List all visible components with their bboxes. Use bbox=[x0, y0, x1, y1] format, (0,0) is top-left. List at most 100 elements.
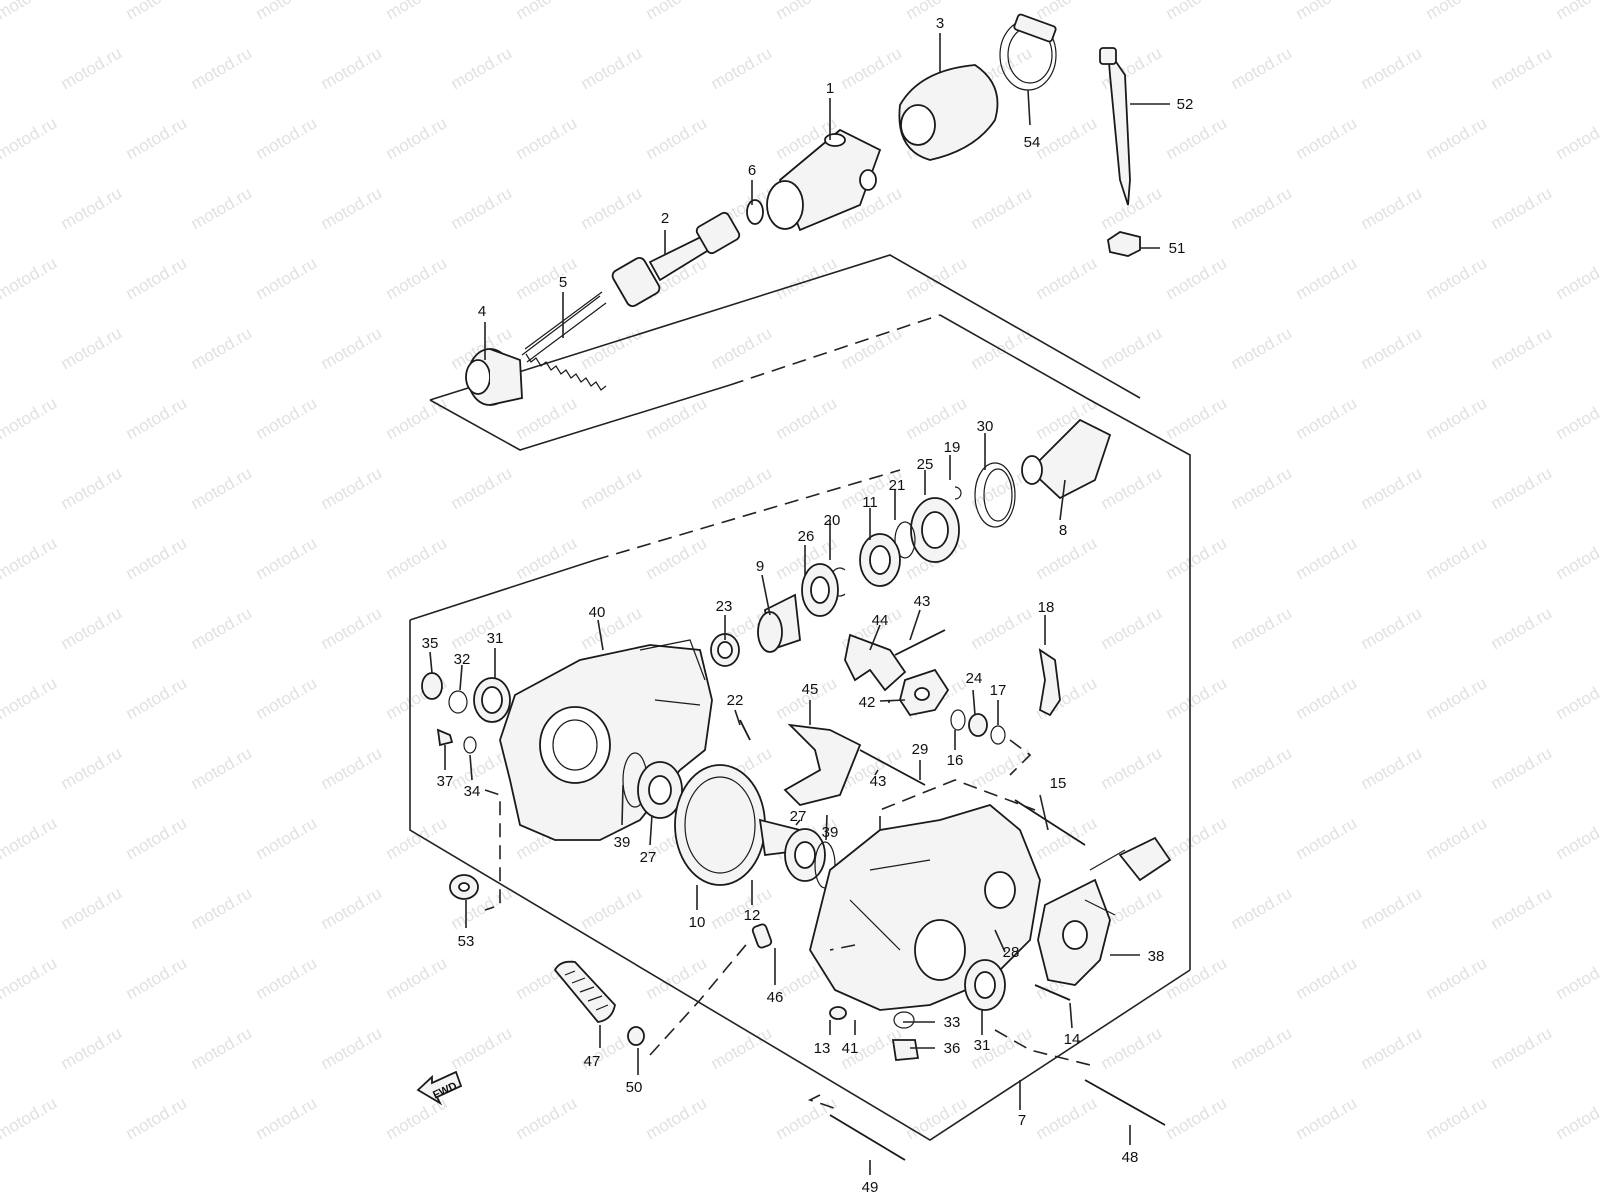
leader-lines bbox=[429, 33, 1170, 1175]
label-43-lower[interactable]: 43 bbox=[870, 773, 887, 790]
watermark-text: motod.ru bbox=[1163, 253, 1231, 303]
label-28[interactable]: 28 bbox=[1003, 944, 1020, 961]
label-49[interactable]: 49 bbox=[862, 1179, 879, 1196]
label-22[interactable]: 22 bbox=[727, 692, 744, 709]
label-53[interactable]: 53 bbox=[458, 933, 475, 950]
watermark-text: motod.ru bbox=[1228, 603, 1296, 653]
watermark-text: motod.ru bbox=[1098, 463, 1166, 513]
label-10[interactable]: 10 bbox=[689, 914, 706, 931]
label-3[interactable]: 3 bbox=[936, 15, 944, 32]
watermark-text: motod.ru bbox=[643, 953, 711, 1003]
watermark-text: motod.ru bbox=[383, 113, 451, 163]
label-36[interactable]: 36 bbox=[944, 1040, 961, 1057]
label-39-left[interactable]: 39 bbox=[614, 834, 631, 851]
label-45[interactable]: 45 bbox=[802, 681, 819, 698]
watermark-text: motod.ru bbox=[1423, 393, 1491, 443]
label-40[interactable]: 40 bbox=[589, 604, 606, 621]
label-20[interactable]: 20 bbox=[824, 512, 841, 529]
label-54[interactable]: 54 bbox=[1024, 134, 1041, 151]
label-14[interactable]: 14 bbox=[1064, 1031, 1081, 1048]
label-43-upper[interactable]: 43 bbox=[914, 593, 931, 610]
label-8[interactable]: 8 bbox=[1059, 522, 1067, 539]
watermark-text: motod.ru bbox=[253, 0, 321, 23]
label-33[interactable]: 33 bbox=[944, 1014, 961, 1031]
label-42[interactable]: 42 bbox=[859, 694, 876, 711]
watermark-text: motod.ru bbox=[1358, 1023, 1426, 1073]
watermark-text: motod.ru bbox=[643, 1093, 711, 1143]
watermark-text: motod.ru bbox=[1033, 253, 1101, 303]
label-29[interactable]: 29 bbox=[912, 741, 929, 758]
label-13[interactable]: 13 bbox=[814, 1040, 831, 1057]
label-31-right[interactable]: 31 bbox=[974, 1037, 991, 1054]
watermark-text: motod.ru bbox=[1098, 1023, 1166, 1073]
label-11[interactable]: 11 bbox=[862, 494, 878, 511]
label-47[interactable]: 47 bbox=[584, 1053, 601, 1070]
watermark-text: motod.ru bbox=[58, 183, 126, 233]
label-25[interactable]: 25 bbox=[917, 456, 934, 473]
watermark-text: motod.ru bbox=[578, 883, 646, 933]
label-34[interactable]: 34 bbox=[464, 783, 481, 800]
label-27-right[interactable]: 27 bbox=[790, 808, 807, 825]
watermark-text: motod.ru bbox=[643, 0, 711, 23]
watermark-text: motod.ru bbox=[1423, 253, 1491, 303]
label-52[interactable]: 52 bbox=[1177, 96, 1194, 113]
label-38[interactable]: 38 bbox=[1148, 948, 1165, 965]
watermark-text: motod.ru bbox=[1033, 813, 1101, 863]
label-5[interactable]: 5 bbox=[559, 274, 567, 291]
label-41[interactable]: 41 bbox=[842, 1040, 859, 1057]
label-17[interactable]: 17 bbox=[990, 682, 1007, 699]
watermark-text: motod.ru bbox=[448, 463, 516, 513]
watermark-text: motod.ru bbox=[1163, 953, 1231, 1003]
label-19[interactable]: 19 bbox=[944, 439, 961, 456]
label-4[interactable]: 4 bbox=[478, 303, 486, 320]
watermark-text: motod.ru bbox=[708, 323, 776, 373]
watermark-text: motod.ru bbox=[1033, 533, 1101, 583]
watermark-text: motod.ru bbox=[448, 1023, 516, 1073]
watermark-text: motod.ru bbox=[513, 113, 581, 163]
spring-coils bbox=[525, 353, 607, 391]
watermark-text: motod.ru bbox=[188, 323, 256, 373]
label-7[interactable]: 7 bbox=[1018, 1112, 1026, 1129]
label-9[interactable]: 9 bbox=[756, 558, 764, 575]
label-32[interactable]: 32 bbox=[454, 651, 471, 668]
watermark-text: motod.ru bbox=[1293, 1093, 1361, 1143]
label-51[interactable]: 51 bbox=[1169, 240, 1186, 257]
label-27-left[interactable]: 27 bbox=[640, 849, 657, 866]
label-31-left[interactable]: 31 bbox=[487, 630, 504, 647]
label-6[interactable]: 6 bbox=[748, 162, 756, 179]
watermark-text: motod.ru bbox=[1553, 113, 1600, 163]
watermark-text: motod.ru bbox=[0, 953, 60, 1003]
label-48[interactable]: 48 bbox=[1122, 1149, 1139, 1166]
watermark-text: motod.ru bbox=[1228, 743, 1296, 793]
label-24[interactable]: 24 bbox=[966, 670, 983, 687]
watermark-text: motod.ru bbox=[773, 1093, 841, 1143]
watermark-text: motod.ru bbox=[903, 393, 971, 443]
watermark-text: motod.ru bbox=[383, 253, 451, 303]
watermark-text: motod.ru bbox=[58, 883, 126, 933]
label-16[interactable]: 16 bbox=[947, 752, 964, 769]
watermark-text: motod.ru bbox=[58, 743, 126, 793]
boot-47 bbox=[553, 960, 645, 1046]
label-50[interactable]: 50 bbox=[626, 1079, 643, 1096]
watermark-text: motod.ru bbox=[1163, 1093, 1231, 1143]
label-2[interactable]: 2 bbox=[661, 210, 669, 227]
label-39-right[interactable]: 39 bbox=[822, 824, 839, 841]
label-21[interactable]: 21 bbox=[889, 477, 906, 494]
label-44[interactable]: 44 bbox=[872, 612, 889, 629]
rear-case-41 bbox=[809, 799, 1172, 1161]
label-37[interactable]: 37 bbox=[437, 773, 454, 790]
label-35[interactable]: 35 bbox=[422, 635, 439, 652]
watermark-text: motod.ru bbox=[838, 323, 906, 373]
label-26[interactable]: 26 bbox=[798, 528, 815, 545]
label-12[interactable]: 12 bbox=[744, 907, 761, 924]
label-15[interactable]: 15 bbox=[1050, 775, 1067, 792]
label-30[interactable]: 30 bbox=[977, 418, 994, 435]
label-23[interactable]: 23 bbox=[716, 598, 733, 615]
watermark-text: motod.ru bbox=[318, 883, 386, 933]
fwd-arrow-icon: FWD bbox=[416, 1070, 463, 1106]
watermark-text: motod.ru bbox=[1358, 43, 1426, 93]
watermark-text: motod.ru bbox=[968, 183, 1036, 233]
label-18[interactable]: 18 bbox=[1038, 599, 1055, 616]
label-46[interactable]: 46 bbox=[767, 989, 784, 1006]
label-1[interactable]: 1 bbox=[826, 80, 834, 97]
